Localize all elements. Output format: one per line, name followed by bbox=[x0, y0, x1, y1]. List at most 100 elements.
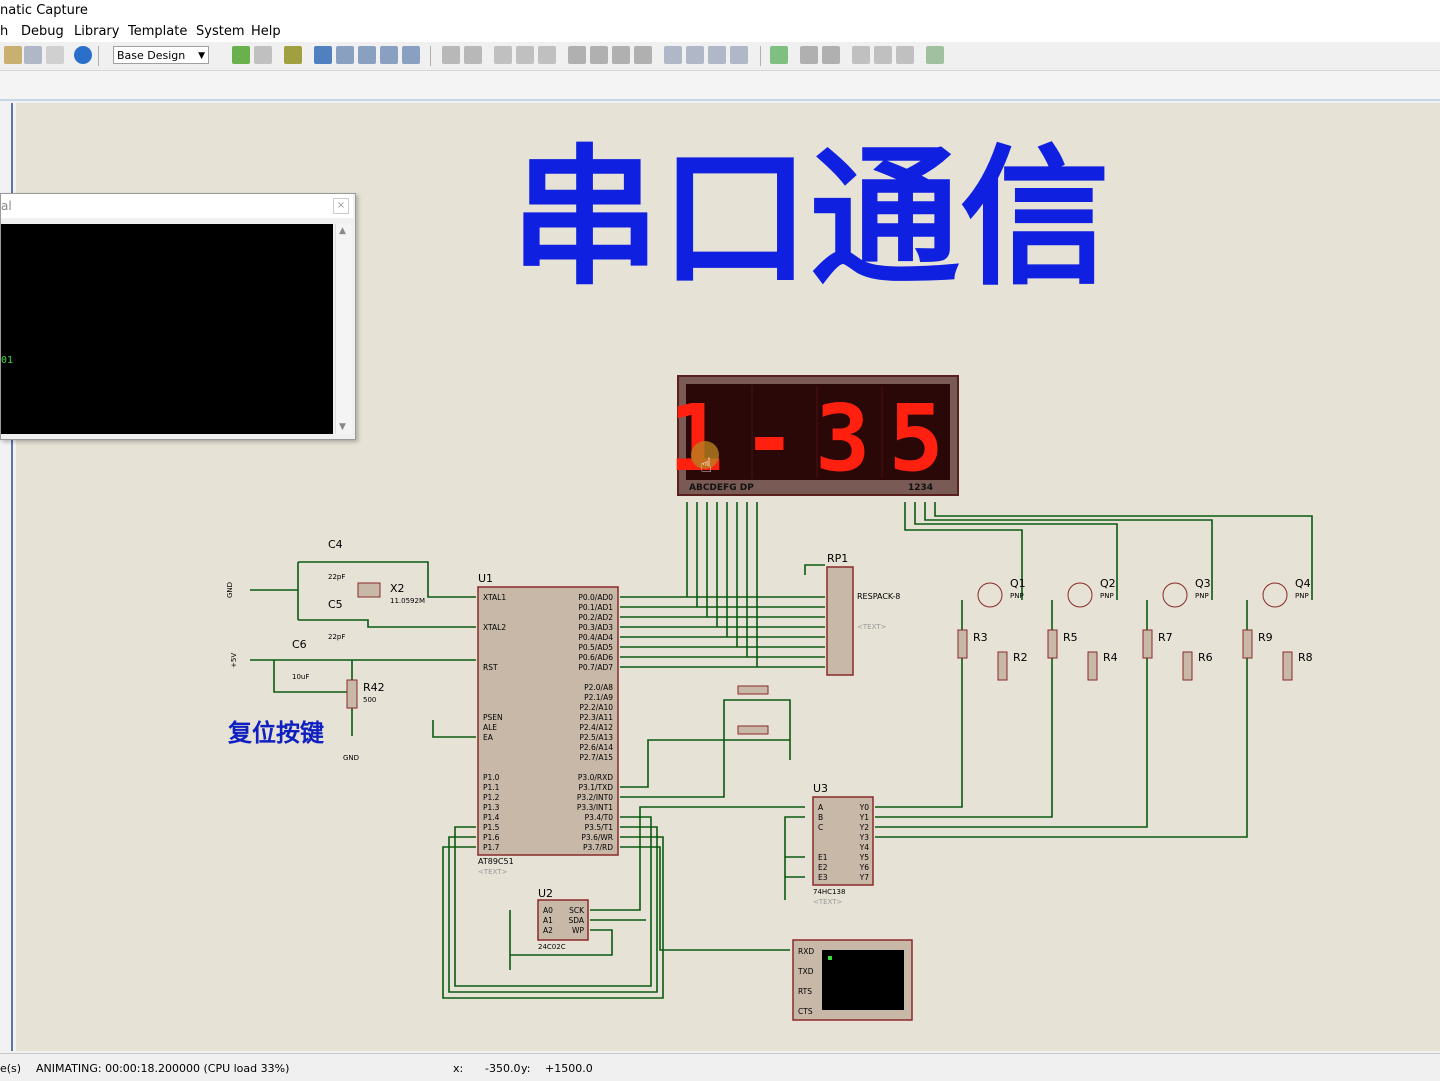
redo-icon[interactable] bbox=[464, 46, 482, 64]
svg-text:E2: E2 bbox=[818, 863, 828, 872]
scroll-down-icon[interactable]: ▼ bbox=[339, 422, 346, 432]
virtual-terminal-window[interactable]: al × 01 ▲ ▼ bbox=[0, 193, 356, 440]
svg-text:SCK: SCK bbox=[569, 906, 585, 915]
schematic-canvas[interactable]: 串口通信 1-35 ☝ ABCDEFG DP 1234 bbox=[0, 101, 1440, 1053]
page-icon[interactable] bbox=[46, 46, 64, 64]
r9-label: R9 bbox=[1258, 631, 1273, 644]
status-bar: e(s) ANIMATING: 00:00:18.200000 (CPU loa… bbox=[0, 1053, 1440, 1081]
x-coordinate: -350.0 bbox=[485, 1062, 521, 1075]
svg-text:P3.7/RD: P3.7/RD bbox=[583, 843, 613, 852]
zoom-out-icon[interactable] bbox=[358, 46, 376, 64]
close-icon[interactable]: × bbox=[333, 198, 349, 214]
svg-text:CTS: CTS bbox=[798, 1007, 813, 1016]
decompose-icon[interactable] bbox=[730, 46, 748, 64]
help-icon[interactable] bbox=[74, 46, 92, 64]
undo-icon[interactable] bbox=[442, 46, 460, 64]
menu-template[interactable]: Template bbox=[128, 24, 188, 39]
transistor-q4[interactable]: Q4 PNP R9 R8 bbox=[1242, 577, 1313, 681]
c5-label: C5 bbox=[328, 598, 343, 611]
rp1-text: <TEXT> bbox=[857, 623, 887, 631]
make-device-icon[interactable] bbox=[686, 46, 704, 64]
svg-text:P3.3/INT1: P3.3/INT1 bbox=[577, 803, 613, 812]
paste-icon[interactable] bbox=[538, 46, 556, 64]
push-buttons[interactable] bbox=[737, 685, 769, 735]
save-icon[interactable] bbox=[4, 46, 22, 64]
menu-library[interactable]: Library bbox=[74, 24, 120, 39]
search-icon[interactable] bbox=[800, 46, 818, 64]
u1-left-pins: XTAL1 XTAL2 RST PSEN ALE EA P1.0 P1.1 P1… bbox=[483, 593, 506, 852]
svg-text:P2.6/A14: P2.6/A14 bbox=[579, 743, 613, 752]
transistor-q2[interactable]: Q2 PNP R5 R4 bbox=[1047, 577, 1118, 681]
grid-icon[interactable] bbox=[254, 46, 272, 64]
wire-autorouter-icon[interactable] bbox=[770, 46, 788, 64]
print-icon[interactable] bbox=[24, 46, 42, 64]
svg-text:P1.1: P1.1 bbox=[483, 783, 500, 792]
netlist-icon[interactable] bbox=[926, 46, 944, 64]
q2-type: PNP bbox=[1100, 592, 1114, 600]
title-bar: natic Capture bbox=[0, 0, 1440, 22]
menu-graph[interactable]: h bbox=[0, 24, 9, 39]
u3-ref: U3 bbox=[813, 782, 828, 795]
r6-label: R6 bbox=[1198, 651, 1213, 664]
reset-section[interactable]: C6 10uF R42 500 +5V GND 复位按键 bbox=[227, 638, 385, 762]
svg-text:Y4: Y4 bbox=[859, 843, 870, 852]
packaging-icon[interactable] bbox=[708, 46, 726, 64]
r7-label: R7 bbox=[1158, 631, 1173, 644]
block-copy-icon[interactable] bbox=[568, 46, 586, 64]
block-move-icon[interactable] bbox=[590, 46, 608, 64]
c6-label: C6 bbox=[292, 638, 307, 651]
seven-segment-display[interactable]: 1-35 ☝ ABCDEFG DP 1234 bbox=[668, 375, 962, 496]
rp1-respack[interactable]: RP1 RESPACK-8 <TEXT> bbox=[826, 552, 900, 676]
cut-icon[interactable] bbox=[494, 46, 512, 64]
virtual-terminal-part[interactable]: RXD TXD RTS CTS bbox=[792, 939, 913, 1021]
svg-text:P3.6/WR: P3.6/WR bbox=[581, 833, 613, 842]
window-title: natic Capture bbox=[0, 3, 88, 18]
vterm-scrollbar[interactable]: ▲ ▼ bbox=[335, 224, 352, 434]
svg-text:Y7: Y7 bbox=[859, 873, 870, 882]
vterm-line: 01 bbox=[1, 355, 14, 366]
pick-device-icon[interactable] bbox=[664, 46, 682, 64]
zoom-area-icon[interactable] bbox=[402, 46, 420, 64]
menu-system[interactable]: System bbox=[196, 24, 245, 39]
menu-help[interactable]: Help bbox=[251, 24, 281, 39]
scroll-up-icon[interactable]: ▲ bbox=[339, 226, 346, 236]
q1-label: Q1 bbox=[1010, 577, 1026, 590]
u2-right-pins: SCK SDA WP bbox=[568, 906, 585, 935]
goto-sheet-icon[interactable] bbox=[896, 46, 914, 64]
block-rotate-icon[interactable] bbox=[612, 46, 630, 64]
r3-label: R3 bbox=[973, 631, 988, 644]
new-sheet-icon[interactable] bbox=[852, 46, 870, 64]
property-tool-icon[interactable] bbox=[822, 46, 840, 64]
x2-label: X2 bbox=[390, 582, 405, 595]
u1-mcu[interactable]: U1 AT89C51 <TEXT> XTAL1 XTAL2 RST PSEN A… bbox=[477, 572, 619, 876]
menu-debug[interactable]: Debug bbox=[21, 24, 64, 39]
toolbar-separator bbox=[430, 46, 431, 66]
r42-label: R42 bbox=[363, 681, 385, 694]
origin-icon[interactable] bbox=[284, 46, 302, 64]
u2-eeprom[interactable]: U2 24C02C A0 A1 A2 SCK SDA WP bbox=[537, 887, 589, 951]
u3-decoder[interactable]: U3 74HC138 <TEXT> A B C E1 E2 E3 Y0 Y1 Y… bbox=[812, 782, 874, 906]
pan-icon[interactable] bbox=[314, 46, 332, 64]
u3-type: 74HC138 bbox=[813, 888, 845, 896]
svg-text:P1.0: P1.0 bbox=[483, 773, 500, 782]
svg-text:P0.0/AD0: P0.0/AD0 bbox=[578, 593, 613, 602]
toolbar-band bbox=[0, 71, 1440, 99]
zoom-all-icon[interactable] bbox=[380, 46, 398, 64]
block-delete-icon[interactable] bbox=[634, 46, 652, 64]
transistor-q3[interactable]: Q3 PNP R7 R6 bbox=[1142, 577, 1213, 681]
oscillator-section[interactable]: C4 22pF C5 22pF X2 11.0592M GND bbox=[226, 538, 425, 641]
refresh-icon[interactable] bbox=[232, 46, 250, 64]
svg-text:A0: A0 bbox=[543, 906, 553, 915]
design-select[interactable]: Base Design ▼ bbox=[113, 46, 209, 64]
transistor-q1[interactable]: Q1 PNP R3 R2 bbox=[957, 577, 1028, 681]
svg-text:P0.7/AD7: P0.7/AD7 bbox=[578, 663, 613, 672]
zoom-in-icon[interactable] bbox=[336, 46, 354, 64]
q4-label: Q4 bbox=[1295, 577, 1311, 590]
r2-label: R2 bbox=[1013, 651, 1028, 664]
svg-text:P3.2/INT0: P3.2/INT0 bbox=[577, 793, 613, 802]
u1-ref: U1 bbox=[478, 572, 493, 585]
copy-icon[interactable] bbox=[516, 46, 534, 64]
wires bbox=[250, 502, 1313, 999]
svg-text:A1: A1 bbox=[543, 916, 553, 925]
remove-sheet-icon[interactable] bbox=[874, 46, 892, 64]
